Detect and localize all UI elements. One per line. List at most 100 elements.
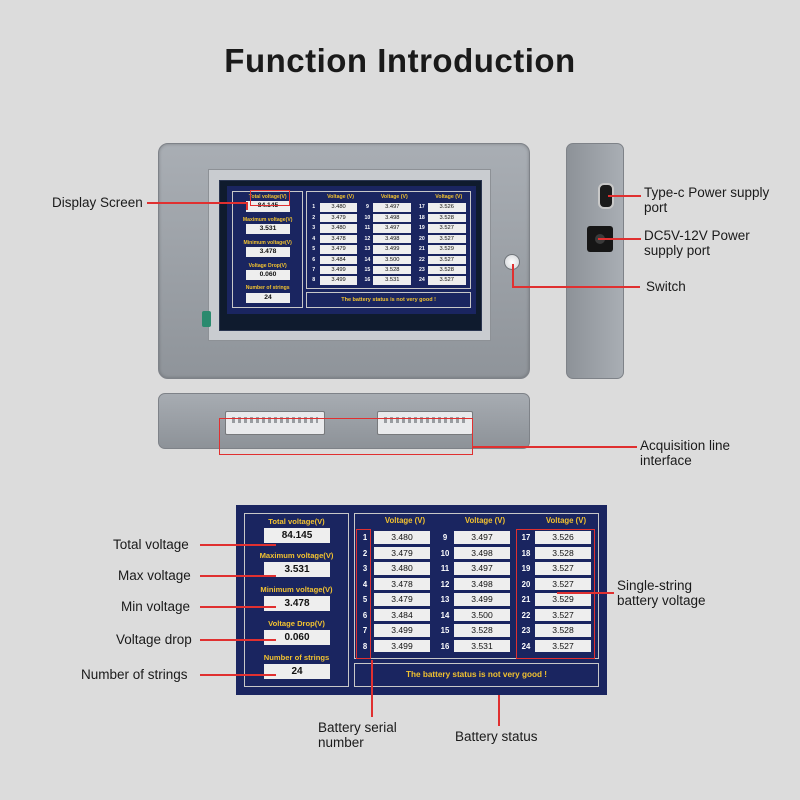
callout-line (473, 446, 637, 448)
cell-voltage-frame (306, 191, 471, 290)
cell-voltage-value: 3.531 (373, 276, 412, 285)
callout-total-voltage: Total voltage (113, 537, 189, 552)
cell-voltage-value: 3.499 (454, 593, 510, 606)
cell-voltage-value: 3.480 (319, 203, 358, 212)
cell-number: 9 (365, 204, 369, 211)
cell-voltage-value: 3.528 (373, 265, 412, 275)
min-voltage-label: Minimum voltage(V) (243, 239, 292, 246)
cell-voltage-value: 3.527 (535, 577, 591, 590)
cell-voltage-value: 3.499 (374, 639, 430, 652)
cell-number: 8 (312, 277, 316, 284)
callout-dc-port: DC5V-12V Power supply port (644, 228, 750, 258)
callout-line (147, 202, 247, 204)
status-frame (354, 663, 599, 687)
cell-number: 18 (418, 214, 425, 221)
voltage-drop-label: Voltage Drop(V) (268, 619, 325, 628)
cell-number: 1 (312, 204, 316, 211)
display-screen-highlight (250, 190, 290, 206)
callout-single-string: Single-string battery voltage (617, 578, 706, 608)
cell-voltage-value: 3.527 (427, 276, 466, 285)
strings-value: 24 (264, 664, 330, 679)
cell-number: 11 (364, 225, 371, 232)
cell-number: 11 (440, 564, 450, 573)
summary-frame (244, 513, 349, 687)
cell-number: 8 (362, 641, 368, 651)
callout-number-of-strings: Number of strings (81, 667, 188, 682)
cell-number: 22 (521, 610, 531, 620)
cell-voltage-value: 3.529 (427, 245, 466, 254)
cell-voltage-value: 3.478 (374, 577, 430, 590)
cell-number: 23 (418, 266, 425, 273)
cell-voltage-value: 3.527 (427, 224, 466, 233)
cell-voltage-highlight (516, 529, 595, 659)
cell-voltage-value: 3.527 (535, 608, 591, 621)
cell-voltage-value: 3.527 (535, 639, 591, 652)
cell-number: 2 (312, 214, 316, 221)
cell-number: 10 (440, 548, 450, 558)
callout-line (200, 639, 276, 641)
cell-voltage-value: 3.479 (374, 593, 430, 606)
cell-voltage-value: 3.497 (454, 562, 510, 575)
callout-line (557, 592, 614, 594)
min-voltage-value: 3.478 (264, 596, 330, 611)
cell-voltage-value: 3.528 (535, 546, 591, 559)
voltage-drop-value: 0.060 (264, 630, 330, 645)
cell-number: 15 (440, 626, 450, 635)
battery-status-text: The battery status is not very good ! (405, 670, 548, 679)
callout-typec-port: Type-c Power supply port (644, 185, 770, 215)
cell-number: 20 (521, 579, 531, 589)
column-header-1: Voltage (V) (327, 193, 355, 200)
cell-voltage-value: 3.528 (454, 624, 510, 637)
callout-switch: Switch (646, 279, 686, 294)
cell-number: 12 (364, 235, 371, 242)
cell-voltage-value: 3.498 (454, 577, 510, 590)
total-voltage-value: 84.145 (264, 528, 330, 543)
cell-number: 18 (521, 548, 531, 558)
column-header-3: Voltage (V) (435, 193, 463, 200)
cell-number: 1 (362, 533, 368, 542)
cell-voltage-value: 3.499 (374, 624, 430, 637)
cell-number: 7 (312, 266, 316, 273)
cell-voltage-value: 3.528 (427, 265, 466, 275)
cell-number: 3 (362, 564, 368, 573)
callout-line (200, 674, 276, 676)
cell-number: 17 (521, 533, 531, 542)
column-header-3: Voltage (V) (545, 516, 587, 525)
cell-number: 6 (312, 256, 316, 263)
cell-voltage-value: 3.498 (373, 234, 412, 244)
cell-number: 24 (418, 277, 425, 284)
total-voltage-label: Total voltage(V) (248, 194, 287, 201)
device-bottom-view (158, 393, 530, 449)
callout-min-voltage: Min voltage (121, 599, 191, 614)
cell-voltage-value: 3.499 (373, 245, 412, 254)
cell-number: 9 (442, 533, 448, 542)
callout-line (200, 606, 276, 608)
voltage-drop-label: Voltage Drop(V) (248, 262, 287, 269)
total-voltage-label: Total voltage(V) (268, 517, 325, 526)
strings-label: Number of strings (263, 653, 330, 662)
battery-status-text: The battery status is not very good ! (341, 297, 436, 304)
cell-voltage-value: 3.480 (374, 562, 430, 575)
cell-number: 17 (418, 204, 425, 211)
cell-number: 24 (521, 641, 531, 651)
cell-number: 5 (312, 246, 316, 253)
max-voltage-value: 3.531 (245, 224, 291, 235)
callout-line (512, 264, 514, 286)
cell-voltage-value: 3.497 (454, 531, 510, 544)
callout-line (598, 238, 641, 240)
cell-number: 5 (362, 595, 368, 604)
device-side-view (566, 143, 624, 379)
cell-number: 4 (362, 579, 368, 589)
cell-voltage-value: 3.500 (373, 255, 412, 264)
cell-number: 20 (418, 235, 425, 242)
min-voltage-value: 3.478 (245, 247, 291, 258)
cell-voltage-value: 3.479 (319, 213, 358, 223)
column-header-2: Voltage (V) (380, 193, 408, 200)
cell-number: 23 (521, 626, 531, 635)
cell-number: 4 (312, 235, 316, 242)
cell-voltage-value: 3.527 (427, 255, 466, 264)
cell-voltage-value: 3.531 (454, 639, 510, 652)
cell-voltage-value: 3.499 (319, 276, 358, 285)
callout-acquisition: Acquisition line interface (640, 438, 731, 468)
